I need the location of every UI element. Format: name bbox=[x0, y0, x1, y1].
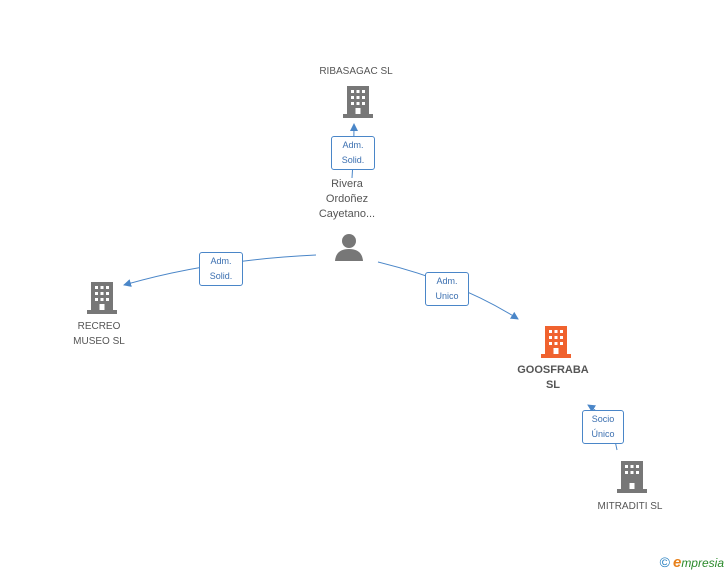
edge-badge-adm-solid-left: Adm. Solid. bbox=[199, 252, 243, 286]
person-label[interactable]: Rivera Ordoñez Cayetano... bbox=[318, 178, 376, 220]
copyright-symbol: © bbox=[659, 554, 670, 570]
recreo-label[interactable]: RECREO MUSEO SL bbox=[73, 321, 125, 347]
badge-line1: Adm. bbox=[342, 140, 364, 150]
building-icon[interactable] bbox=[617, 459, 647, 493]
badge-line2: Solid. bbox=[209, 271, 233, 281]
building-main-icon[interactable] bbox=[541, 324, 571, 358]
mitraditi-label[interactable]: MITRADITI SL bbox=[597, 501, 663, 512]
edge-badge-adm-unico: Adm. Unico bbox=[425, 272, 469, 306]
goosfraba-label[interactable]: GOOSFRABA SL bbox=[517, 364, 589, 391]
badge-line2: Unico bbox=[435, 291, 459, 301]
badge-line1: Socio bbox=[591, 414, 615, 424]
badge-line2: Solid. bbox=[341, 155, 365, 165]
brand-initial: e bbox=[672, 554, 682, 571]
building-icon[interactable] bbox=[87, 280, 117, 314]
badge-line1: Adm. bbox=[436, 276, 458, 286]
badge-line1: Adm. bbox=[210, 256, 232, 266]
person-icon[interactable] bbox=[334, 232, 364, 262]
brand-name: mpresia bbox=[681, 556, 724, 570]
empresia-watermark: ©empresia bbox=[660, 554, 724, 571]
edge-badge-adm-solid-top: Adm. Solid. bbox=[331, 136, 375, 170]
badge-line2: Único bbox=[591, 429, 615, 439]
building-icon[interactable] bbox=[343, 84, 373, 118]
ribasagac-label[interactable]: RIBASAGAC SL bbox=[319, 66, 393, 77]
edge-badge-socio-unico: Socio Único bbox=[582, 410, 624, 444]
